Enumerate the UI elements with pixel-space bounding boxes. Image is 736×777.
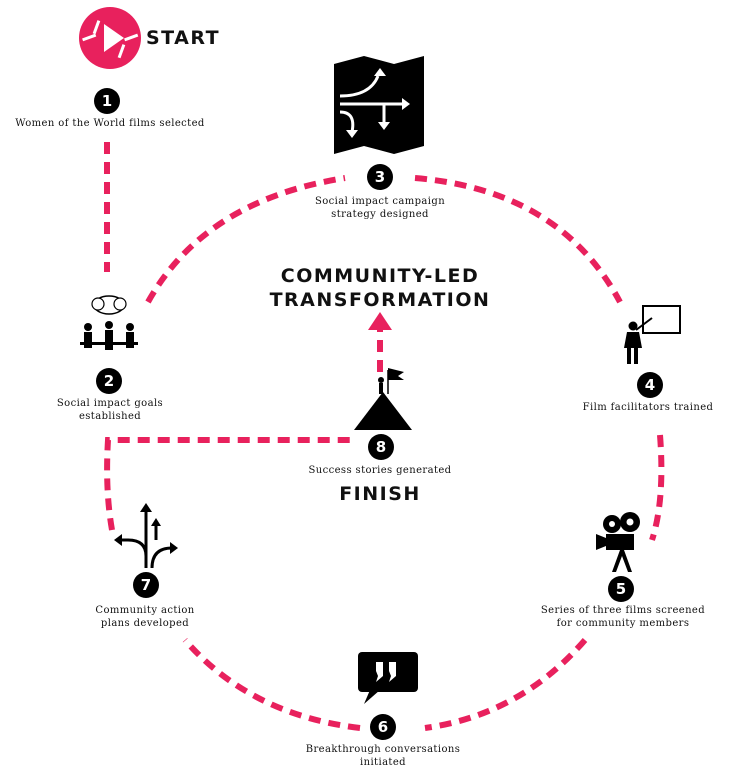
goal-line-2: TRANSFORMATION <box>269 289 491 311</box>
play-aperture-icon <box>79 7 141 69</box>
step-3-label-line-2: strategy designed <box>331 209 429 220</box>
step-7-label-line-1: Community action <box>95 605 195 616</box>
step-7-label-line-2: plans developed <box>100 618 190 629</box>
strategy-map-icon <box>334 56 424 154</box>
path-2-to-3 <box>145 175 346 304</box>
mountain-flag-icon <box>354 368 412 430</box>
branching-arrow-heads <box>114 503 178 554</box>
path-5-to-6 <box>424 638 588 731</box>
step-3-label-line-1: Social impact campaign <box>314 196 446 207</box>
step-2-label-line-1: Social impact goals <box>56 398 164 409</box>
step-5-label-line-1: Series of three films screened <box>540 605 706 616</box>
step-6-label-line-1: Breakthrough conversations <box>305 744 461 755</box>
step-1-badge: 1 <box>94 88 120 114</box>
step-4-badge: 4 <box>637 372 663 398</box>
step-2-label: Social impact goals established <box>20 397 200 423</box>
finish-label: FINISH <box>339 483 421 505</box>
step-3-label: Social impact campaign strategy designed <box>280 195 480 221</box>
step-4-label: Film facilitators trained <box>582 402 714 413</box>
dashed-path <box>104 142 665 731</box>
path-6-to-7 <box>182 638 361 731</box>
team-meeting-icon <box>80 295 138 350</box>
goal-arrow-head <box>368 312 392 330</box>
step-7-badge: 7 <box>133 572 159 598</box>
step-7-label: Community action plans developed <box>60 604 230 630</box>
step-5-badge: 5 <box>608 576 634 602</box>
step-6-badge: 6 <box>370 714 396 740</box>
step-3-badge: 3 <box>367 164 393 190</box>
path-3-to-4 <box>414 175 623 304</box>
quote-bubble-icon <box>358 652 418 704</box>
step-8-label: Success stories generated <box>308 465 452 476</box>
step-2-badge: 2 <box>96 368 122 394</box>
path-7-to-8 <box>104 437 350 531</box>
path-4-to-5 <box>649 434 665 541</box>
goal-line-1: COMMUNITY-LED <box>280 265 480 287</box>
start-label: START <box>146 27 221 49</box>
step-1-label: Women of the World films selected <box>15 118 205 129</box>
step-5-label: Series of three films screened for commu… <box>510 604 736 630</box>
step-6-label: Breakthrough conversations initiated <box>268 743 498 769</box>
branching-arrows-icon <box>120 512 173 569</box>
step-2-label-line-2: established <box>78 411 142 422</box>
teacher-board-icon <box>624 305 681 364</box>
film-camera-icon <box>596 512 640 572</box>
step-6-label-line-2: initiated <box>360 757 406 768</box>
step-5-label-line-2: for community members <box>556 618 690 629</box>
step-8-badge: 8 <box>368 434 394 460</box>
